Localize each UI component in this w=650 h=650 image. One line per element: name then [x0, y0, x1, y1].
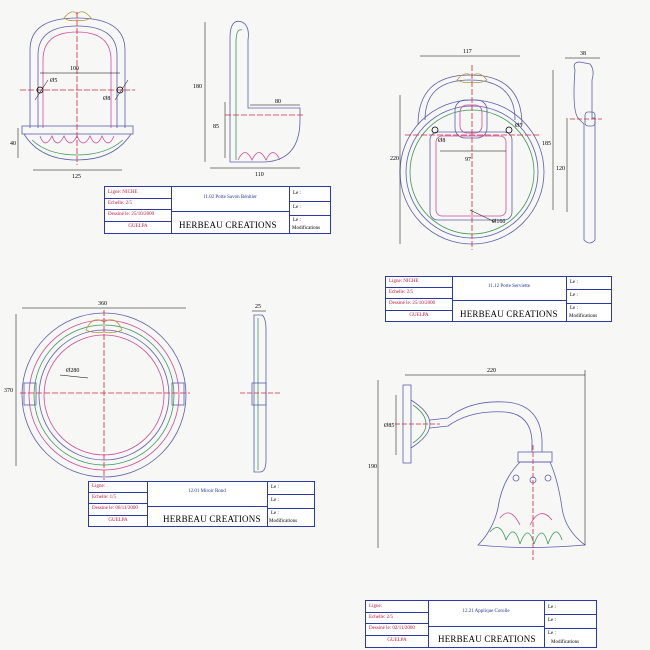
drawing-niche-side	[225, 20, 305, 163]
dim-label: 180	[193, 84, 202, 90]
ligne-field: Ligne:	[92, 484, 106, 489]
dim-label: Ø280	[66, 368, 79, 374]
dim-label: 125	[72, 174, 81, 180]
echelle-field: Echelle: 2/5	[108, 201, 133, 206]
echelle-field: Echelle: 2/5	[389, 290, 414, 295]
date-field: Dessiné le: 02/11/2000	[369, 626, 415, 631]
dim-label: Ø8	[438, 138, 445, 144]
dim-label: 40	[10, 141, 16, 147]
le-field: Le :	[293, 218, 301, 223]
modifications-label: Modifications	[551, 640, 580, 645]
dim-label: 80	[275, 99, 281, 105]
dim-label: 120	[556, 166, 565, 172]
dim-label: 220	[487, 368, 496, 374]
product-name: 12.01 Miroir Rond	[188, 489, 226, 494]
le-field: Le :	[570, 306, 578, 311]
drawing-mirror-front	[20, 310, 190, 480]
modifications-label: Modifications	[269, 519, 298, 524]
dim-label: Ø8	[103, 96, 110, 102]
title-block-3: Ligne: Echelle: 1/5 Dessiné le: 06/11/20…	[88, 481, 315, 527]
le-field: Le :	[293, 191, 301, 196]
brand-name: HERBEAU CREATIONS	[179, 220, 277, 230]
le-field: Le :	[271, 511, 279, 516]
dim-label: 360	[98, 301, 107, 307]
ligne-field: Ligne: NICHE	[108, 190, 138, 195]
brand-name: HERBEAU CREATIONS	[438, 634, 536, 644]
drawing-towel-ring-side	[570, 61, 602, 244]
product-name: 11.02 Porte Savon Bénitier	[203, 195, 257, 200]
le-field: Le :	[271, 485, 279, 490]
product-name: 11.12 Porte Serviette	[488, 284, 530, 289]
dim-label: 38	[580, 51, 586, 57]
product-name: 12.21 Applique Corolle	[462, 609, 510, 614]
dim-label: Ø160	[492, 219, 505, 225]
dim-label: 97	[465, 157, 471, 163]
guelpa-label: GUELPA	[128, 224, 148, 229]
drawing-mirror-side	[240, 314, 280, 473]
le-field: Le :	[570, 280, 578, 285]
dimension-labels: 100 Ø5 Ø8 40 125 180 85 80 110 117 38 Ø5…	[4, 49, 586, 470]
le-field: Le :	[570, 293, 578, 298]
le-field: Le :	[548, 605, 556, 610]
le-field: Le :	[548, 618, 556, 623]
brand-name: HERBEAU CREATIONS	[163, 514, 261, 524]
dim-label: 185	[542, 141, 551, 147]
le-field: Le :	[293, 205, 301, 210]
drawing-niche-front	[20, 11, 135, 165]
title-block-4: Ligne: Echelle: 2/5 Dessiné le: 02/11/20…	[365, 600, 597, 648]
modifications-label: Modifications	[569, 314, 598, 319]
guelpa-label: GUELPA	[108, 518, 128, 523]
dim-label: 25	[255, 304, 261, 310]
drawing-wall-sconce	[395, 384, 587, 560]
echelle-field: Echelle: 2/5	[369, 615, 394, 620]
dim-label: 220	[390, 156, 399, 162]
guelpa-label: GUELPA	[409, 313, 429, 318]
dim-label: Ø5	[515, 123, 522, 129]
dim-label: 117	[463, 49, 472, 55]
guelpa-label: GUELPA	[387, 638, 407, 643]
ligne-field: Ligne: NICHE	[389, 279, 419, 284]
title-block-2: Ligne: NICHE Echelle: 2/5 Dessiné le: 25…	[385, 276, 612, 322]
date-field: Dessiné le: 25/10/2000	[389, 301, 436, 306]
dim-label: 370	[4, 388, 13, 394]
le-field: Le :	[271, 498, 279, 503]
dim-label: 110	[255, 172, 264, 178]
echelle-field: Echelle: 1/5	[92, 495, 117, 500]
dim-label: 190	[368, 464, 377, 470]
brand-name: HERBEAU CREATIONS	[460, 309, 558, 319]
dim-label: Ø5	[50, 78, 57, 84]
dim-label: 100	[70, 66, 79, 72]
date-field: Dessiné le: 06/11/2000	[92, 506, 138, 511]
title-block-1: Ligne: NICHE Echelle: 2/5 Dessiné le: 25…	[104, 186, 331, 234]
ligne-field: Ligne:	[369, 604, 383, 609]
modifications-label: Modifications	[292, 226, 321, 231]
drawing-towel-ring-front	[399, 65, 545, 250]
le-field: Le :	[548, 631, 556, 636]
dim-label: 85	[213, 124, 219, 130]
dim-label: Ø85	[384, 423, 394, 429]
date-field: Dessiné le: 25/10/2000	[108, 212, 155, 217]
